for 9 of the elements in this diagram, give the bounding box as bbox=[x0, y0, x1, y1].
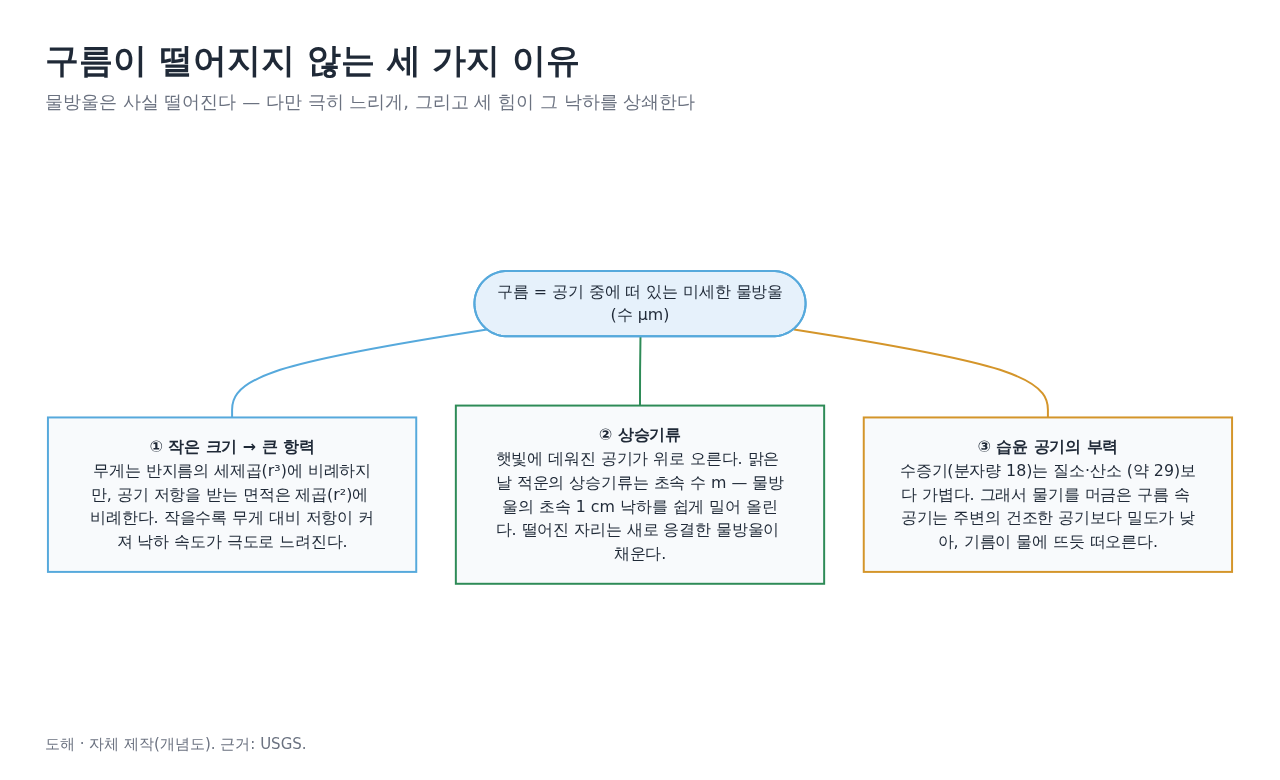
connector bbox=[231, 328, 488, 419]
node-box: ① 작은 크기 → 큰 항력 무게는 반지름의 세제곱(r³)에 비례하지만, 공기 저항을 받는 면적은 제곱(r²)에 비례한다. 작을수록 무게 대비 저항이 커져 낙하 속도가 극도로 느려진다. bbox=[46, 416, 418, 574]
connector bbox=[793, 328, 1049, 419]
title: 구름이 떨어지지 않는 세 가지 이유 bbox=[45, 39, 581, 82]
connector bbox=[639, 335, 642, 407]
node-box: ② 상승기류 햇빛에 데워진 공기가 위로 오른다. 맑은 날 적운의 상승기류는 초속 수 m — 물방울의 초속 1 cm 낙하를 쉽게 밀어 올린다. 떨어진 자리는 새로 응결한 물방울이 채운다. bbox=[454, 404, 826, 585]
node-box: ③ 습윤 공기의 부력 수증기(분자량 18)는 질소·산소 (약 29)보다 가볍다. 그래서 물기를 머금은 구름 속 공기는 주변의 건조한 공기보다 밀도가 낮아, 기름이 물에 뜨듯 떠오른다. bbox=[862, 416, 1234, 574]
caption: 도해 · 자체 제작(개념도). 근거: USGS. bbox=[45, 735, 307, 754]
subtitle: 물방울은 사실 떨어진다 — 다만 극히 느리게, 그리고 세 힘이 그 낙하를 상쇄한다 bbox=[45, 90, 696, 114]
